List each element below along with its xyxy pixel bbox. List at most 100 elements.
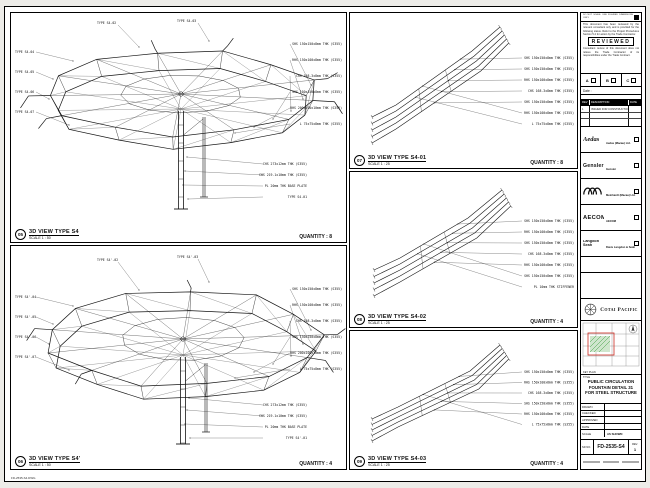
annotation-label: L 75x75x8mm THK (S355) <box>532 423 574 427</box>
annotation-label: CHS 273x12mm THK (S355) <box>263 403 307 407</box>
annotation-label: CHS 168.3x8mm THK (S355) <box>528 89 574 93</box>
titleblock-footer <box>581 455 641 469</box>
aecom-logo: AECOM <box>583 214 604 221</box>
grade-cell-a: A <box>581 74 602 86</box>
annotation-label: SHS 150x150x8mm THK (S355) <box>524 67 574 71</box>
title-label: TITLE <box>583 376 591 379</box>
consultant-checkbox <box>634 241 639 246</box>
client-crest-icon <box>584 303 597 316</box>
annotation-label: L 75x75x8mm THK (S355) <box>300 367 342 371</box>
note-text: DO NOT SCALE. USE FIGURED DIMENSIONS ONL… <box>583 14 633 19</box>
consultant-name: AECOM <box>606 219 617 223</box>
field-label: CHECKED <box>581 410 605 417</box>
annotation-label: RHS 150x100x8mm THK (S355) <box>524 111 574 115</box>
description-header: DESCRIPTION <box>590 100 629 106</box>
wireframe-member-detail-03: SHS 150x150x8mm THK (S355) RHS 150x100x8m… <box>370 342 574 444</box>
annotation-label: SHS 150x150x8mm THK (S355) <box>292 287 342 291</box>
title-line-3: FOR STEEL STRUCTURE <box>585 390 637 396</box>
annotation-label: SHS 150x150x8mm THK (S355) <box>292 335 342 339</box>
rev-label: REV. <box>632 442 638 446</box>
revision-table-header: REV DESCRIPTION DATE <box>581 100 641 107</box>
key-plan-label: KEY PLAN <box>583 371 596 374</box>
field-label: DRAWN <box>581 404 605 410</box>
annotation-label: CHS 168.3x8mm THK (S355) <box>296 74 342 78</box>
view-ref-bubble: 09 <box>354 456 365 467</box>
title-line-1: PUBLIC CIRCULATION <box>587 379 635 384</box>
consultant-row-meinhardt: Meinhardt (Macau) Ltd. <box>581 179 641 205</box>
spare-consultant-box <box>581 257 641 273</box>
reviewed-stamp-box: This document has been reviewed by the r… <box>581 22 641 74</box>
view-quantity: QUANTITY : 8 <box>530 160 563 166</box>
annotation-label: TYPE S4-07 <box>15 110 34 114</box>
key-plan-red-outline <box>587 332 615 356</box>
consultant-checkbox <box>634 215 639 220</box>
view-title: 3D VIEW TYPE S4' <box>29 455 81 463</box>
panel-3d-view-type-s4-02: SHS 150x150x8mm THK (S355)RHS 150x100x8m… <box>349 171 578 328</box>
langdon-seah-logo: Langdon Seah <box>583 239 600 247</box>
date-header: DATE <box>630 101 637 105</box>
annotation-label: RHS 200x100x10mm THK (S355) <box>290 351 342 355</box>
view-scale: SCALE 1 : 50 <box>29 236 51 240</box>
annotation-label: CHS 168.3x8mm THK (S355) <box>528 252 574 256</box>
grade-cell-b: B <box>601 74 622 86</box>
consultant-name: Aedas (Macau) Ltd. <box>606 141 631 145</box>
annotation-label: TYPE S4'-07 <box>15 355 36 359</box>
annotation-label: TYPE S4'-04 <box>15 295 36 299</box>
revision-row-empty <box>581 119 641 126</box>
annotation-label: SHS 150x150x8mm THK (S355) <box>292 90 342 94</box>
annotation-label: TYPE S4'-03 <box>177 255 198 259</box>
footer-bar <box>622 461 640 463</box>
title-line-2: FOUNTAIN DETAIL 31 <box>588 384 634 390</box>
wireframe-member-detail-01: SHS 150x150x8mm THK (S355)SHS 150x150x8m… <box>370 24 574 146</box>
field-row-date: DATE <box>581 423 641 431</box>
view-title: 3D VIEW TYPE S4-02 <box>368 313 427 321</box>
north-arrow-icon <box>628 324 638 334</box>
view-ref-bubble: 06 <box>15 456 26 467</box>
review-grade-row: A B C <box>581 74 641 87</box>
view-title: 3D VIEW TYPE S4-01 <box>368 154 427 162</box>
annotation-label: TYPE S4'-05 <box>15 315 36 319</box>
drawing-number-box: SD NO. FD-2535-S4 REV.1 <box>581 440 641 455</box>
annotation-label: CHS 219.1x10mm THK (S355) <box>259 414 307 418</box>
annotation-label: PL 20mm THK BASE PLATE <box>265 184 307 188</box>
view-scale: SCALE 1 : 25 <box>368 162 390 166</box>
field-label: DATE <box>581 423 605 430</box>
annotation-label: SHS 150x150x8mm THK (S355) <box>524 370 574 374</box>
description-cell: ISSUED FOR CONSTRUCTION <box>591 106 629 112</box>
sd-no-value: FD-2535-S4 <box>597 444 625 450</box>
annotation-label: SHS 150x150x8mm THK (S355) <box>524 402 574 406</box>
grade-c-checkbox <box>631 77 637 83</box>
annotation-label: RHS 150x100x8mm THK (S355) <box>292 303 342 307</box>
revision-row: 1 ISSUED FOR CONSTRUCTION <box>581 106 641 113</box>
consultant-name: Meinhardt (Macau) Ltd. <box>606 193 636 197</box>
view-quantity: QUANTITY : 8 <box>299 234 332 240</box>
view-quantity: QUANTITY : 4 <box>530 461 563 467</box>
annotation-label: TYPE S4-04 <box>15 50 34 54</box>
grade-c-label: C <box>626 77 630 83</box>
field-label: SCALE <box>581 430 605 437</box>
consultant-row-gensler: Gensler Gensler <box>581 153 641 179</box>
annotation-label: PL 10mm THK STIFFENER <box>534 285 574 289</box>
consultant-checkbox <box>634 189 639 194</box>
view-quantity: QUANTITY : 4 <box>530 319 563 325</box>
consultant-name: Gensler <box>606 167 617 171</box>
key-plan-box: KEY PLAN <box>581 321 641 375</box>
view-ref-bubble: 05 <box>15 229 26 240</box>
view-ref-number: 09 <box>356 459 362 464</box>
consultant-name: Davis Langdon & Seah <box>606 245 636 249</box>
annotation-label: RHS 150x100x8mm THK (S355) <box>524 381 574 385</box>
view-title: 3D VIEW TYPE S4-03 <box>368 455 427 463</box>
annotation-label: TYPE S4-02 <box>97 21 116 25</box>
annotation-label: TYPE S4-03 <box>177 19 196 23</box>
annotation-label: L 75x75x8mm THK (S355) <box>300 122 342 126</box>
consultant-row-aedas: Aedas Aedas (Macau) Ltd. <box>581 127 641 153</box>
annotation-label: SHS 150x150x8mm THK (S355) <box>524 274 574 278</box>
view-scale: SCALE 1 : 50 <box>29 463 51 467</box>
annotation-label: TYPE S4'-02 <box>97 258 118 262</box>
annotation-label: CHS 168.3x8mm THK (S355) <box>296 319 342 323</box>
